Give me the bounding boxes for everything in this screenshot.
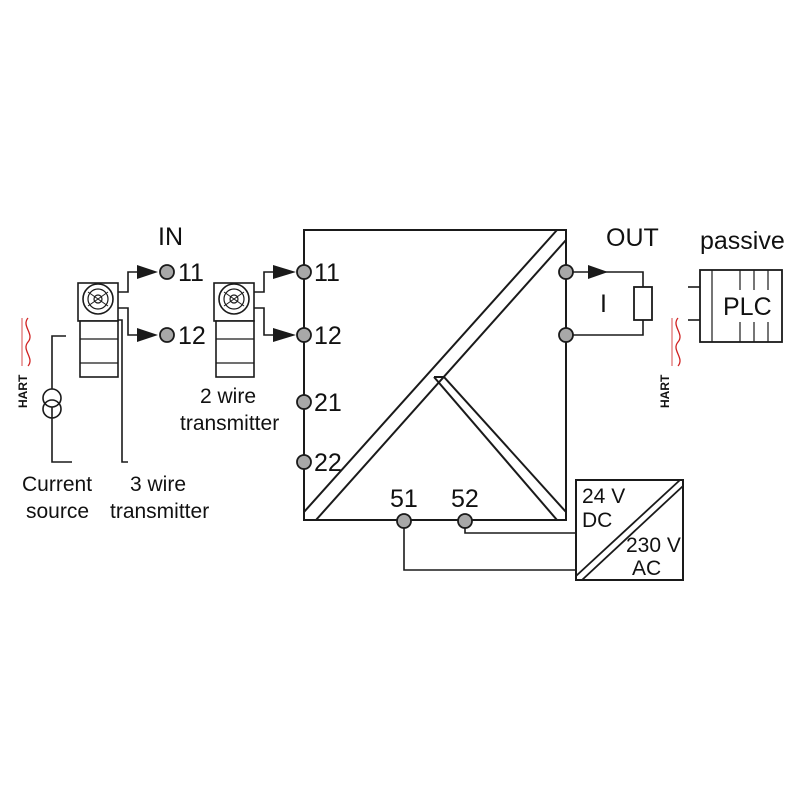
terminal-52[interactable]	[457, 513, 473, 529]
module-arrow-12-icon	[273, 328, 296, 342]
module-diagonal-b	[315, 239, 567, 521]
tx2-body	[215, 320, 255, 378]
tx-terminal-11[interactable]	[159, 264, 175, 280]
power-dc-voltage: 24 V	[582, 485, 625, 508]
module-outline	[303, 229, 567, 521]
module-diagonal-a	[303, 229, 558, 513]
transmitter-terminals: 11 12	[159, 259, 206, 350]
power-supply-diagonal-b	[581, 485, 684, 581]
out-label: OUT	[606, 224, 659, 252]
output-terminal-top[interactable]	[558, 264, 574, 280]
tx-terminal-12[interactable]	[159, 327, 175, 343]
output-arrow-icon	[588, 265, 608, 279]
wire-tx3-label	[118, 319, 128, 463]
wire-tx3-top	[118, 271, 137, 293]
tx-terminal-11-label: 11	[178, 259, 204, 287]
wire-output-top	[573, 271, 644, 287]
passive-label: passive	[700, 227, 785, 255]
three-wire-label-line1: 3 wire	[130, 473, 186, 496]
plc-block: PLC	[688, 269, 783, 343]
module-output-terminals	[558, 264, 574, 343]
tx3-body	[79, 320, 119, 378]
two-wire-label-line2: transmitter	[180, 412, 279, 435]
terminal-51[interactable]	[396, 513, 412, 529]
power-supply: 24 V DC 230 V AC	[575, 479, 684, 581]
hart-logo-input-text: HART	[16, 374, 30, 408]
terminal-22-label: 22	[314, 449, 342, 477]
two-wire-wiring	[254, 271, 273, 336]
plc-label: PLC	[723, 293, 772, 321]
terminal-22[interactable]	[296, 454, 312, 470]
terminal-52-label: 52	[451, 485, 479, 513]
three-wire-transmitter	[77, 282, 119, 378]
module-arrow-11-icon	[273, 265, 296, 279]
hart-logo-output: HART	[658, 317, 681, 408]
output-wiring	[573, 271, 644, 336]
terminal-12-label: 12	[314, 322, 342, 350]
inner-diagonal-a	[433, 376, 558, 521]
in-label: IN	[158, 223, 183, 251]
current-source-label-line1: Current	[22, 473, 92, 496]
tx-arrow-12-icon	[137, 328, 158, 342]
power-supply-outline	[575, 479, 684, 581]
two-wire-transmitter	[213, 282, 255, 378]
terminal-12[interactable]	[296, 327, 312, 343]
wire-tx2-bottom	[254, 307, 273, 336]
tx-arrow-11-icon	[137, 265, 158, 279]
terminal-11[interactable]	[296, 264, 312, 280]
current-symbol: I	[600, 290, 607, 318]
wire-tx2-top	[254, 271, 273, 293]
wire-output-bottom	[573, 320, 644, 336]
hart-logo-output-text: HART	[658, 374, 672, 408]
wire-tx3-mid	[118, 307, 137, 336]
current-source-icon	[42, 388, 62, 408]
supply-terminals: 51 52	[390, 485, 479, 529]
terminal-21[interactable]	[296, 394, 312, 410]
two-wire-label-line1: 2 wire	[200, 385, 256, 408]
power-ac-type: AC	[632, 557, 661, 580]
hart-wave-output-icon	[675, 317, 681, 367]
three-wire-label-line2: transmitter	[110, 500, 209, 523]
load-resistor	[633, 286, 653, 321]
output-terminal-bottom[interactable]	[558, 327, 574, 343]
power-dc-type: DC	[582, 509, 612, 532]
module-input-terminals: 11 12 21 22	[296, 259, 342, 477]
wire-51-to-supply	[403, 528, 576, 571]
hart-wave-input-icon	[25, 317, 31, 367]
tx-terminal-12-label: 12	[178, 322, 206, 350]
isolator-module	[303, 229, 567, 521]
terminal-51-label: 51	[390, 485, 418, 513]
current-source-label-line2: source	[26, 500, 89, 523]
wire-52-to-supply	[464, 528, 576, 534]
supply-wiring	[403, 528, 576, 571]
power-supply-diagonal-a	[575, 479, 681, 577]
power-ac-voltage: 230 V	[626, 534, 681, 557]
hart-logo-input: HART	[16, 317, 31, 408]
terminal-21-label: 21	[314, 389, 342, 417]
inner-diagonal-b	[443, 376, 567, 513]
current-source	[42, 388, 62, 419]
terminal-11-label: 11	[314, 259, 340, 287]
